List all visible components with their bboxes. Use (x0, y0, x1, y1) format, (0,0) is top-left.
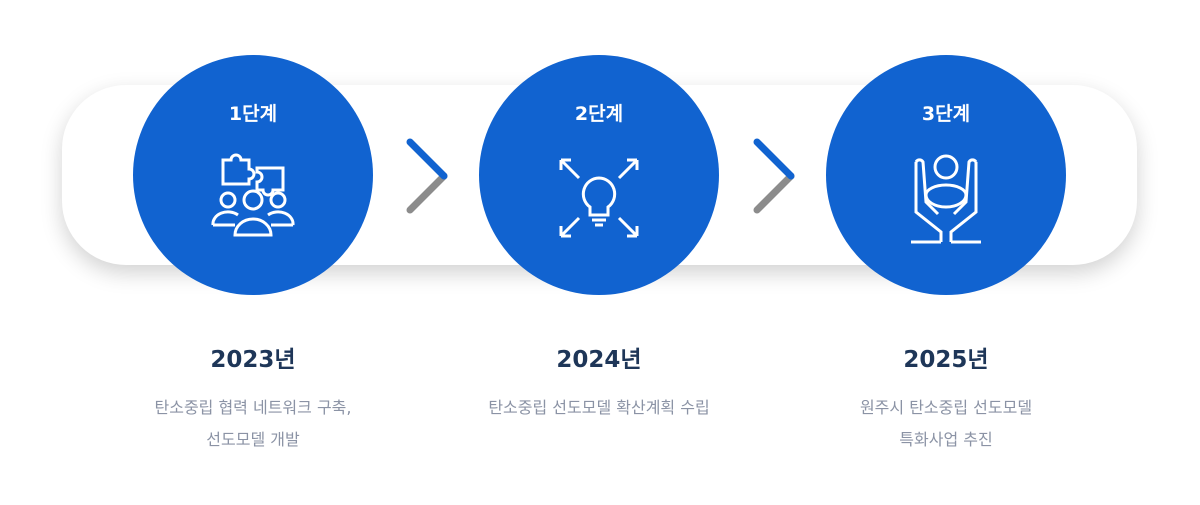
step-year: 2023년 (210, 347, 296, 373)
chevron-right-icon (753, 138, 795, 214)
stage-1-circle: 1단계 (133, 55, 373, 295)
step-desc-line: 특화사업 추진 (899, 430, 993, 449)
lightbulb-expand-icon (559, 158, 639, 238)
puzzle-team-icon (211, 153, 295, 237)
step-desc-line: 탄소중립 협력 네트워크 구축, (154, 398, 352, 417)
stage-label: 1단계 (228, 103, 278, 125)
hands-person-icon (911, 154, 981, 244)
step-desc-line: 원주시 탄소중립 선도모델 (859, 398, 1033, 417)
step-2-info: 2024년 탄소중립 선도모델 확산계획 수립 (429, 340, 769, 424)
stage-2-circle: 2단계 (479, 55, 719, 295)
step-desc-line: 선도모델 개발 (206, 430, 300, 449)
stage-label: 2단계 (574, 103, 624, 125)
step-desc-line: 탄소중립 선도모델 확산계획 수립 (488, 398, 710, 417)
step-year: 2024년 (556, 347, 642, 373)
step-1-info: 2023년 탄소중립 협력 네트워크 구축, 선도모델 개발 (83, 340, 423, 456)
chevron-right-icon (406, 138, 448, 214)
stage-3-circle: 3단계 (826, 55, 1066, 295)
stage-label: 3단계 (921, 103, 971, 125)
step-year: 2025년 (903, 347, 989, 373)
